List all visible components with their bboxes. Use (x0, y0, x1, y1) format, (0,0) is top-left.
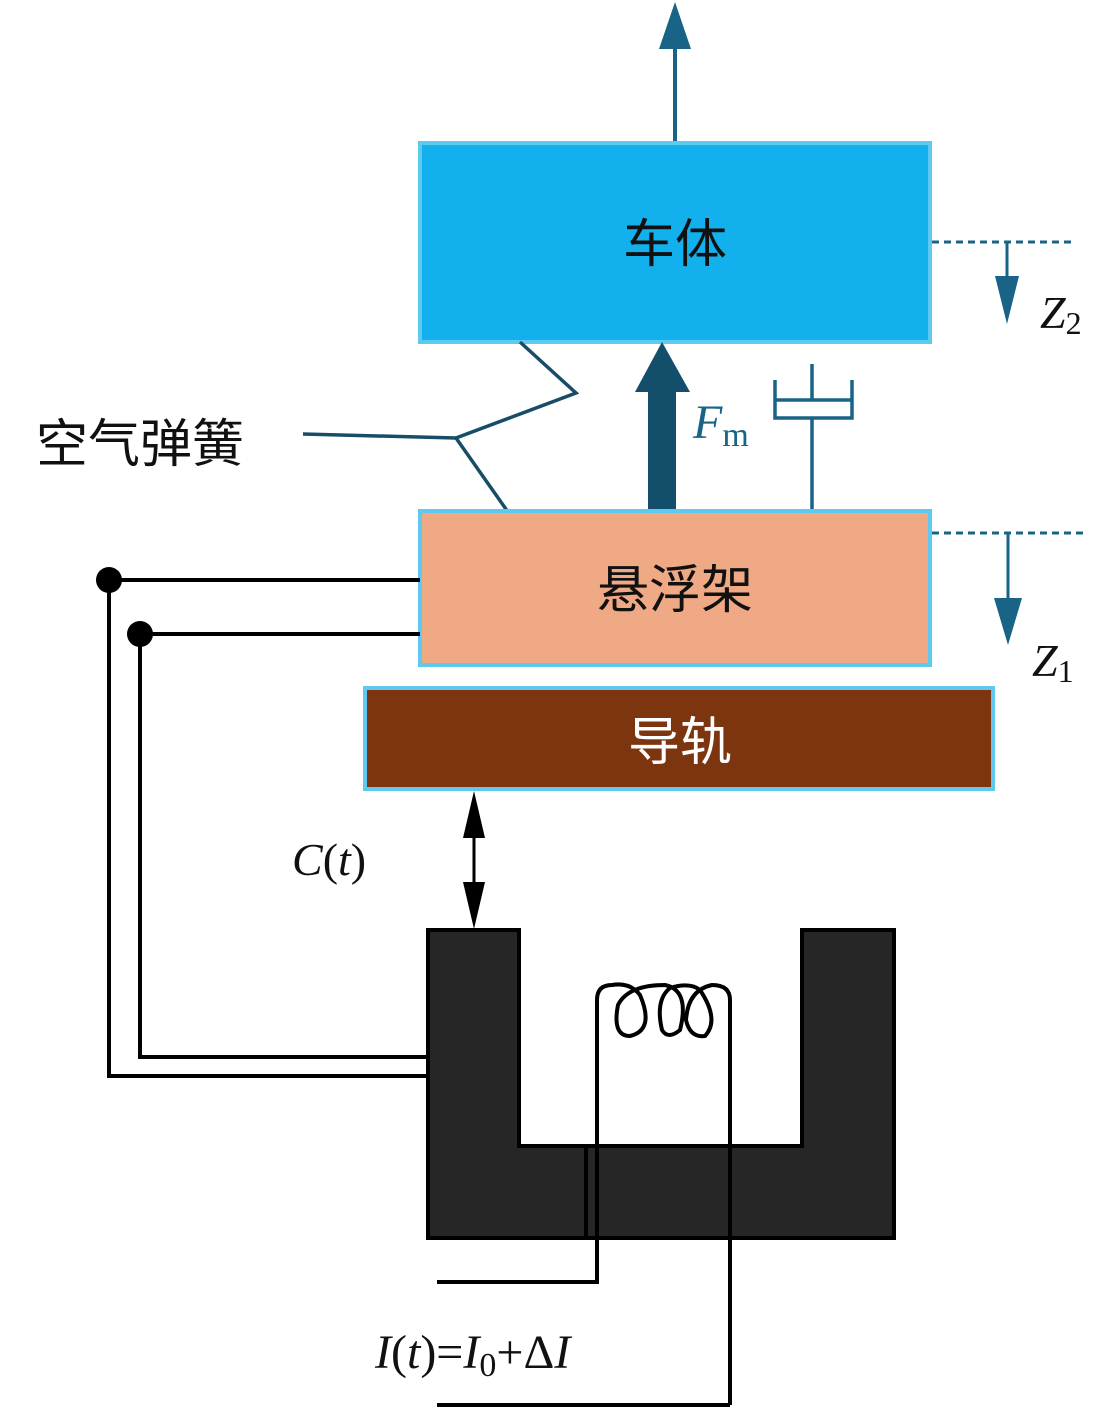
delta-symbol: Δ (523, 1326, 554, 1379)
svg-text:Z1: Z1 (1032, 635, 1074, 689)
i0-subscript: 0 (479, 1347, 496, 1384)
levitation-frame-label: 悬浮架 (597, 561, 753, 621)
gap-symbol: C (292, 834, 324, 885)
levitation-frame-block: 悬浮架 (418, 509, 932, 667)
force-subscript: m (722, 417, 748, 454)
air-spring: 空气弹簧 (36, 340, 580, 514)
i0-symbol: I (462, 1326, 481, 1379)
svg-text:C(t): C(t) (292, 834, 366, 885)
electromagnet-core (426, 928, 896, 1240)
upward-arrow-icon (659, 2, 691, 143)
wire-junction-dot (96, 567, 122, 593)
z2-displacement-indicator: Z2 (932, 240, 1082, 341)
guide-rail-label: 导轨 (628, 713, 732, 773)
z2-symbol: Z (1040, 287, 1066, 338)
svg-text:I(t)=I0+ΔI: I(t)=I0+ΔI (374, 1326, 572, 1384)
svg-text:Z2: Z2 (1040, 287, 1082, 341)
z1-symbol: Z (1032, 635, 1058, 686)
magnetic-force-arrow-icon (635, 342, 690, 511)
z1-displacement-indicator: Z1 (932, 531, 1087, 689)
svg-text:Fm: Fm (692, 396, 749, 454)
air-spring-leader-line (302, 432, 457, 440)
current-symbol: I (374, 1326, 393, 1379)
delta-i-symbol: I (553, 1326, 572, 1379)
gap-double-arrow-icon (463, 791, 485, 929)
z2-subscript: 2 (1066, 305, 1082, 341)
wire-junction-dot (127, 621, 153, 647)
air-spring-label: 空气弹簧 (36, 415, 244, 475)
gap-arg: t (338, 834, 352, 885)
plus-sign: + (496, 1326, 523, 1379)
car-body-block: 车体 (418, 141, 932, 344)
damper-icon (773, 364, 854, 511)
equals-sign: = (436, 1326, 463, 1379)
guide-rail-block: 导轨 (363, 686, 995, 791)
sensor-wires (107, 578, 428, 1078)
z1-subscript: 1 (1058, 653, 1074, 689)
down-arrow-icon (995, 276, 1019, 324)
coil-icon (584, 982, 732, 1405)
current-leads (437, 1238, 730, 1407)
car-body-label: 车体 (623, 215, 727, 275)
force-symbol: F (692, 396, 723, 449)
down-arrow-icon (994, 598, 1022, 645)
current-arg: t (407, 1326, 422, 1379)
